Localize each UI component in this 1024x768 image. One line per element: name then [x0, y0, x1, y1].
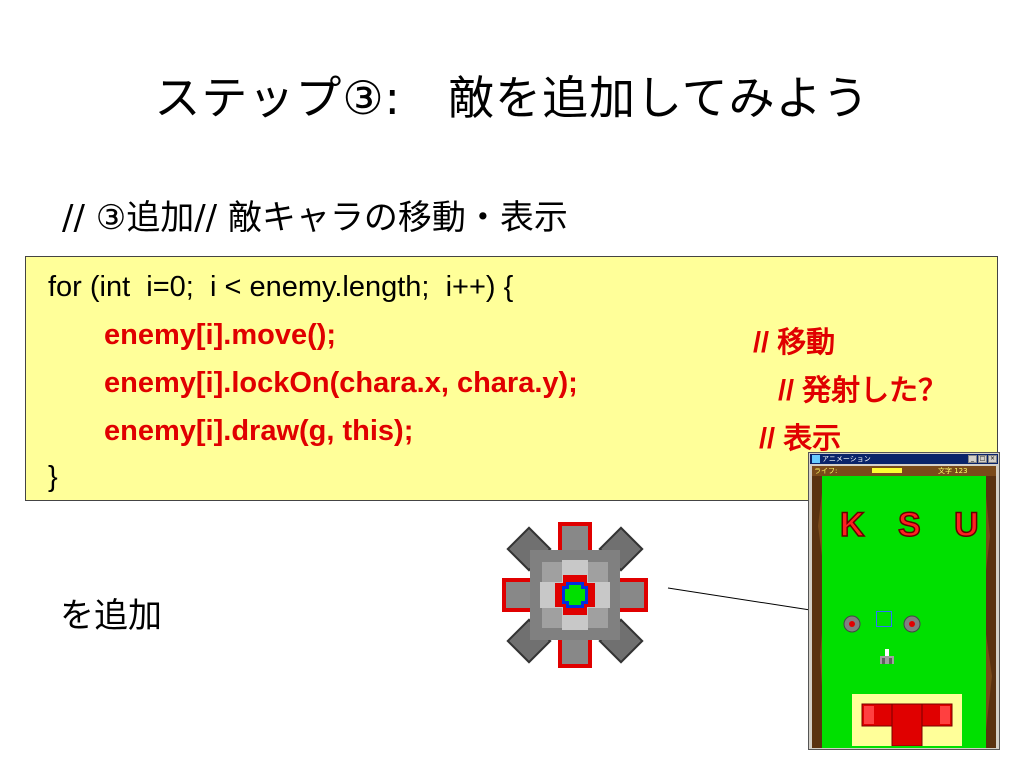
game-hud: ライフ: 文字 123 [812, 466, 996, 476]
game-window-title: アニメーション [822, 455, 871, 463]
base-area [852, 694, 962, 747]
code-comment-lockon: // 発射した？ [778, 375, 948, 407]
ksu-banner: K S U [839, 505, 991, 545]
life-bar [872, 468, 902, 473]
code-comment-move: // 移動 [753, 327, 836, 359]
close-button[interactable]: × [988, 455, 997, 463]
river-bank-shape [812, 476, 996, 748]
score-label: 文字 123 [938, 467, 968, 475]
base-structure [861, 703, 953, 747]
minimize-button[interactable]: _ [968, 455, 977, 463]
add-caption: を追加 [60, 596, 162, 636]
code-line-draw: enemy[i].draw(g, this); [104, 415, 414, 447]
life-label: ライフ: [814, 467, 838, 475]
maximize-button[interactable]: □ [978, 455, 987, 463]
code-line-lockon: enemy[i].lockOn(chara.x, chara.y); [104, 367, 578, 399]
slide-title: ステップ③: 敵を追加してみよう [154, 71, 870, 125]
enemy-sprite-icon [502, 522, 648, 668]
enemy-sprite-icon [843, 615, 861, 633]
app-icon [812, 455, 820, 463]
code-line-close: } [48, 461, 58, 493]
game-window: アニメーション _ □ × ライフ: 文字 123 K S U [808, 452, 1000, 750]
target-marker [876, 611, 892, 627]
code-box: for (int i=0; i < enemy.length; i++) { e… [25, 256, 998, 501]
code-line-move: enemy[i].move(); [104, 319, 337, 351]
game-canvas[interactable]: ライフ: 文字 123 K S U [812, 466, 996, 748]
slide-subtitle: // ③追加// 敵キャラの移動・表示 [62, 198, 568, 238]
player-ship-icon [880, 649, 894, 664]
game-window-titlebar[interactable]: アニメーション _ □ × [810, 454, 998, 464]
code-comment-draw: // 表示 [759, 423, 842, 455]
code-line-for: for (int i=0; i < enemy.length; i++) { [48, 271, 514, 303]
enemy-sprite-icon [903, 615, 921, 633]
